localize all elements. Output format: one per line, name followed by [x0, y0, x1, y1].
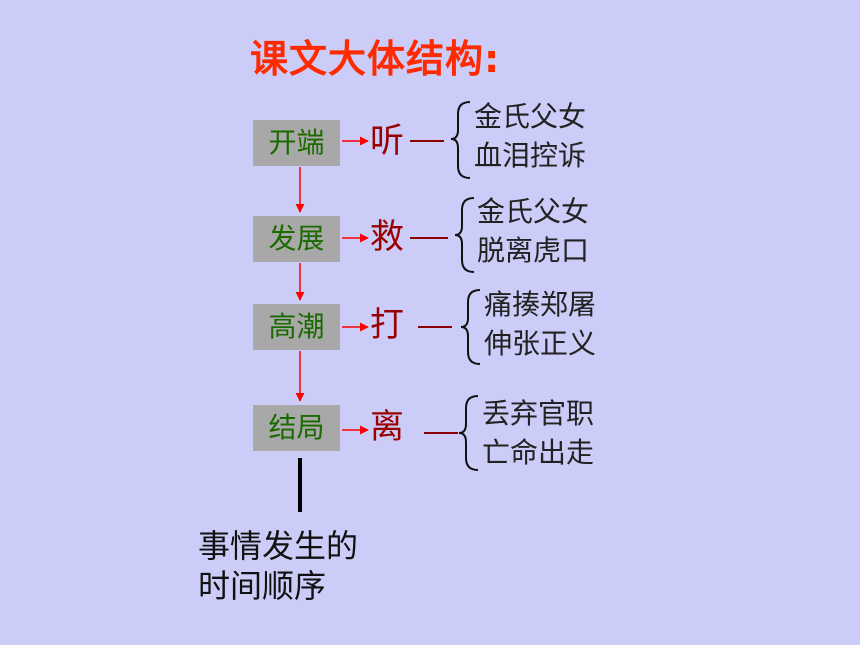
detail-ending-1: 丢弃官职	[482, 397, 595, 430]
brace-3	[460, 289, 481, 365]
stage-box-climax: 高潮	[253, 304, 340, 350]
detail-climax-2: 伸张正义	[484, 327, 597, 360]
brace-4	[458, 395, 479, 471]
brace-1	[450, 101, 471, 179]
brace-2	[454, 197, 475, 273]
timeline-note: 事情发生的 时间顺序	[198, 526, 358, 606]
verb-rescue: 救	[370, 217, 404, 257]
detail-opening-2: 血泪控诉	[474, 139, 587, 172]
detail-climax-1: 痛揍郑屠	[484, 288, 597, 321]
stage-box-opening: 开端	[253, 120, 340, 166]
stage-box-development: 发展	[253, 216, 340, 262]
detail-development-2: 脱离虎口	[477, 234, 590, 267]
detail-ending-2: 亡命出走	[482, 436, 595, 469]
verb-fight: 打	[370, 305, 404, 345]
verb-leave: 离	[370, 407, 404, 447]
detail-development-1: 金氏父女	[477, 195, 590, 228]
timeline-note-line-1: 事情发生的	[198, 527, 359, 565]
timeline-note-line-2: 时间顺序	[198, 567, 327, 605]
detail-opening-1: 金氏父女	[474, 100, 587, 133]
diagram-title: 课文大体结构:	[250, 37, 501, 81]
stage-box-ending: 结局	[253, 405, 340, 451]
verb-listen: 听	[370, 121, 404, 161]
